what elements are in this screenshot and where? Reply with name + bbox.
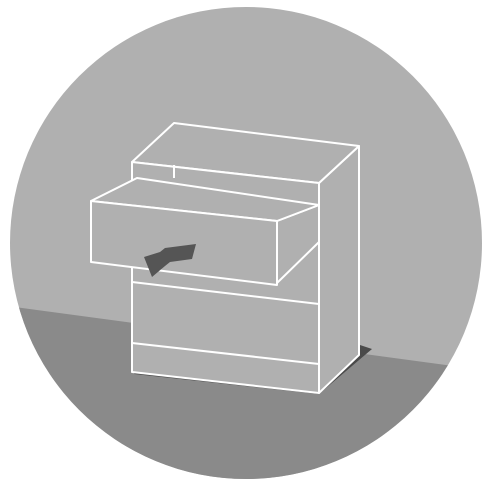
dresser-side [319,146,359,393]
